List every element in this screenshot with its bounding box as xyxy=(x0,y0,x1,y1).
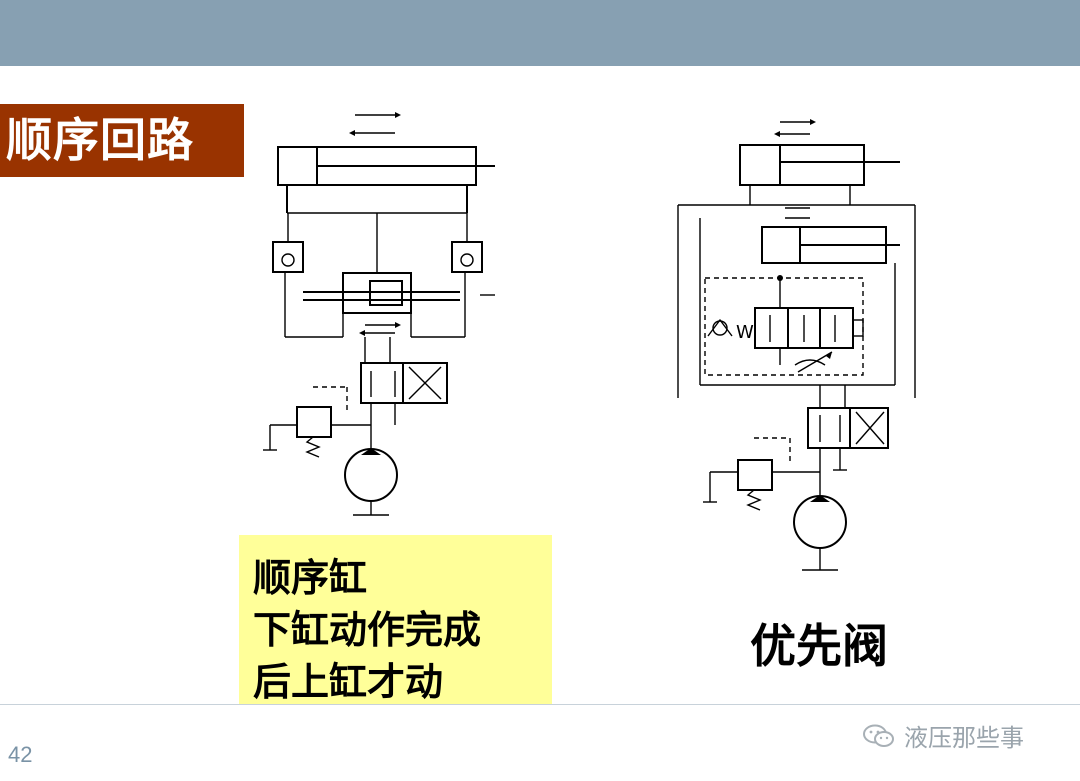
page-number: 42 xyxy=(8,742,33,767)
watermark-text: 液压那些事 xyxy=(904,724,1024,752)
valve-label-w: W xyxy=(736,322,754,343)
note-line-2: 下缸动作完成 xyxy=(253,607,482,652)
top-banner xyxy=(0,0,1080,66)
slide-title: 顺序回路 xyxy=(0,104,244,177)
note-line-3: 后上缸才动 xyxy=(253,659,444,704)
sequence-circuit-diagram xyxy=(263,112,495,516)
priority-valve-caption: 优先阀 xyxy=(750,619,888,673)
priority-valve-diagram: W xyxy=(677,119,916,571)
watermark: 液压那些事 xyxy=(862,718,1024,753)
footer-divider xyxy=(0,704,1080,705)
wechat-icon xyxy=(863,724,894,747)
note-line-1: 顺序缸 xyxy=(253,555,368,600)
note-box: 顺序缸 下缸动作完成 后上缸才动 xyxy=(239,535,552,704)
